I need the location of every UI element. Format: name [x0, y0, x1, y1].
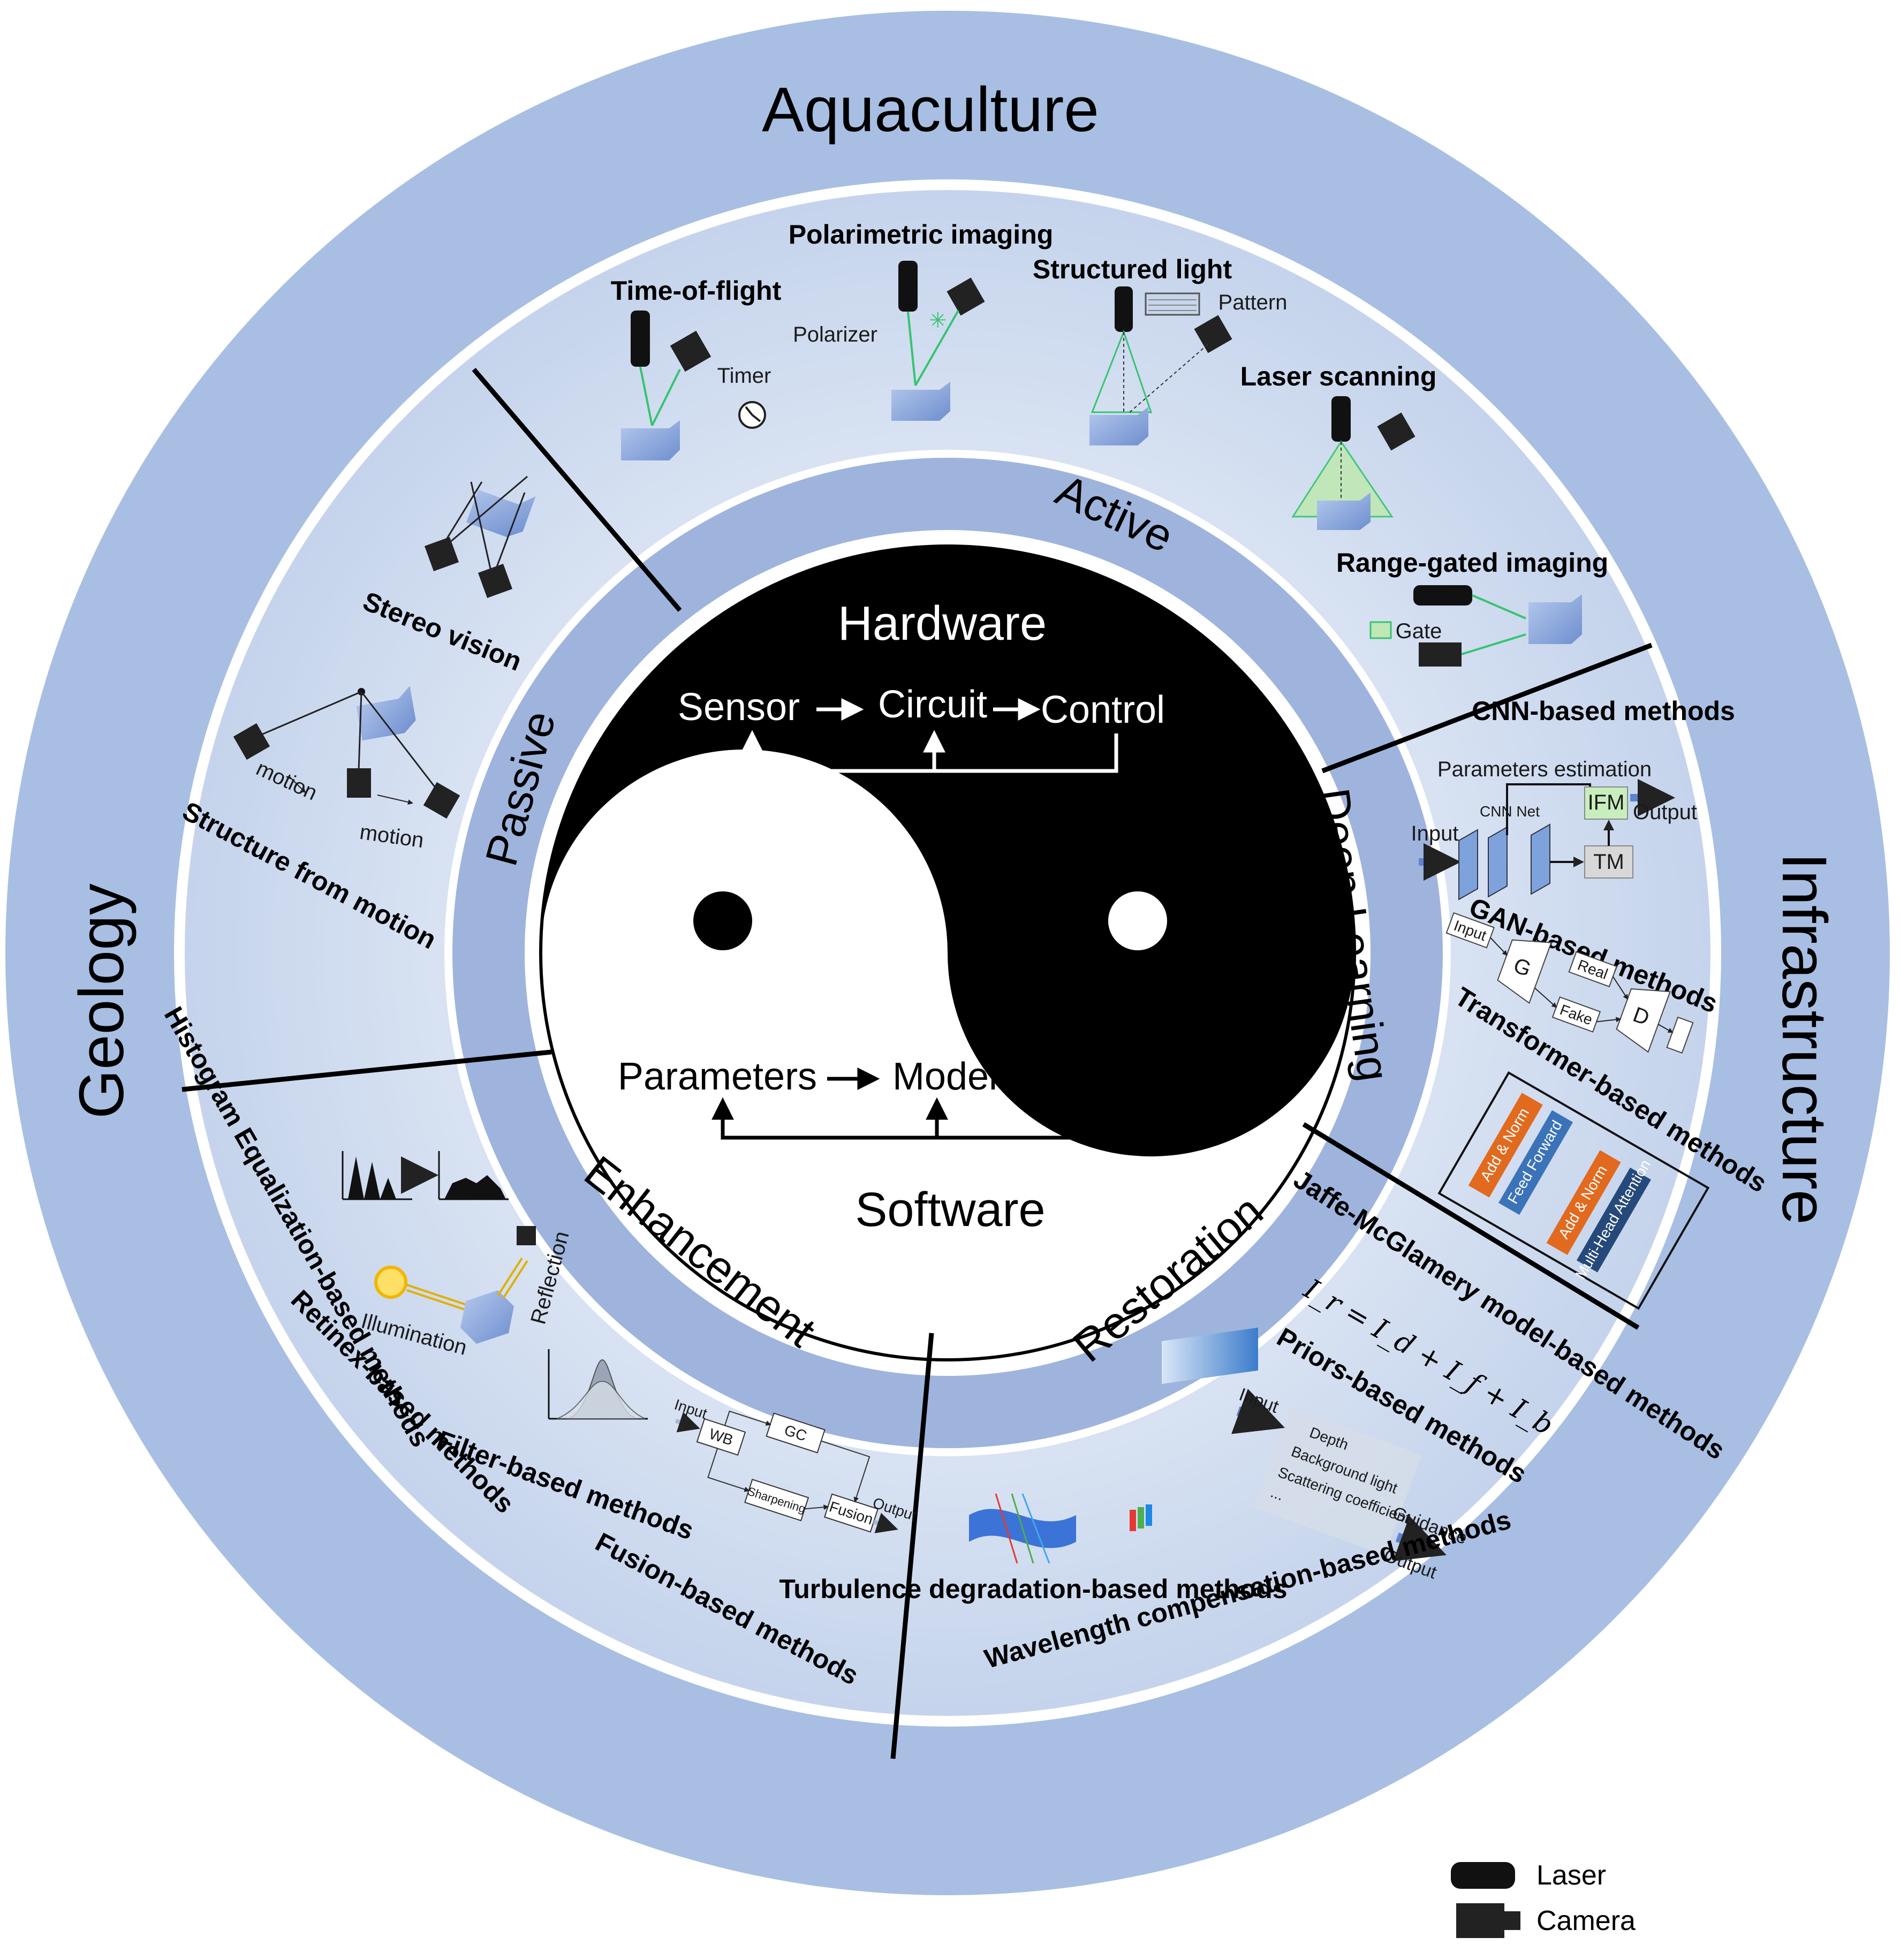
gate-label: Gate — [1396, 619, 1442, 643]
laser-icon — [1115, 286, 1133, 332]
cnn-illustration — [1419, 779, 1675, 900]
hardware-flow-arrows — [741, 698, 1118, 773]
camera-icon — [670, 330, 711, 372]
tof-illustration — [621, 311, 766, 460]
range-gated-illustration — [1369, 585, 1582, 667]
app-geology: Geology — [66, 883, 137, 1119]
structured-light-title: Structured light — [1033, 254, 1232, 284]
sun-icon — [374, 1266, 407, 1299]
gate-icon — [1369, 621, 1392, 639]
cnn-title: CNN-based methods — [1472, 696, 1735, 726]
laser-scanning-illustration — [1291, 396, 1415, 530]
legend-laser-label: Laser — [1536, 1860, 1606, 1891]
app-aquaculture: Aquaculture — [762, 74, 1099, 145]
retinex-illustration — [374, 1226, 536, 1344]
yin-eye — [1108, 891, 1167, 950]
laser-icon — [1413, 585, 1472, 606]
software-parameters: Parameters — [618, 1055, 817, 1098]
hardware-control: Control — [1041, 688, 1165, 731]
camera-icon — [1194, 315, 1232, 353]
stereo-illustration — [424, 475, 536, 599]
cnn-input-label: Input — [1411, 822, 1459, 845]
hardware-circuit: Circuit — [878, 683, 987, 726]
camera-icon — [1377, 412, 1415, 451]
turbulence-illustration — [969, 1493, 1076, 1564]
polarimetric-illustration: ✳ — [891, 261, 985, 421]
cnn-output-label: Output — [1633, 800, 1697, 824]
histogram-illustration — [342, 1151, 509, 1200]
camera-icon — [1419, 642, 1462, 667]
filter-illustration — [548, 1349, 648, 1420]
tof-title: Time-of-flight — [611, 276, 782, 306]
pattern-icon — [1145, 292, 1200, 316]
camera-icon — [947, 277, 985, 316]
structured-light-illustration — [1089, 286, 1232, 445]
ifm-box — [1584, 786, 1628, 820]
cnn-params-label: Parameters estimation — [1437, 758, 1652, 781]
sfm-illustration — [233, 686, 460, 819]
camera-icon — [478, 563, 513, 599]
range-gated-title: Range-gated imaging — [1336, 548, 1608, 578]
legend-camera-label: Camera — [1536, 1905, 1636, 1936]
legend-laser-icon — [1451, 1862, 1515, 1889]
laser-icon — [631, 311, 650, 367]
polarizer-label: Polarizer — [793, 323, 877, 346]
camera-icon — [233, 723, 270, 760]
cnn-tm-label: TM — [1593, 850, 1624, 874]
software-metrics: Metrics — [1092, 1058, 1216, 1101]
hardware-title: Hardware — [838, 597, 1047, 650]
legend-camera-icon — [1456, 1903, 1504, 1938]
polarimetric-title: Polarimetric imaging — [789, 220, 1054, 249]
laser-scanning-title: Laser scanning — [1240, 361, 1437, 391]
cnn-ifm-label: IFM — [1588, 791, 1625, 814]
software-model: Model — [892, 1055, 997, 1098]
cnn-net-label: CNN Net — [1480, 803, 1540, 820]
fusion-illustration: Input WB GC Sharpening Fusion Output — [672, 1396, 919, 1533]
tof-timer-label: Timer — [717, 364, 771, 388]
software-flow-arrows — [711, 1068, 1153, 1140]
legend: Laser Camera — [1451, 1860, 1636, 1938]
laser-icon — [1331, 396, 1351, 442]
software-title: Software — [855, 1183, 1045, 1237]
app-infrastructure: Infrastructure — [1769, 852, 1840, 1224]
legend-camera-lens — [1504, 1911, 1520, 1930]
camera-icon — [424, 536, 459, 572]
pattern-label: Pattern — [1218, 291, 1288, 314]
polarizer-star-icon: ✳ — [929, 309, 947, 332]
camera-icon — [347, 768, 371, 798]
gan-illustration: Input G Real Fake D — [1445, 912, 1694, 1054]
camera-icon — [423, 782, 460, 819]
turbulence-title: Turbulence degradation-based methods — [779, 1574, 1287, 1604]
sector-dividers — [181, 368, 1653, 1759]
hardware-sensor: Sensor — [678, 686, 800, 729]
camera-icon — [517, 1226, 536, 1245]
wavelength-illustration — [1130, 1327, 1258, 1531]
yang-eye — [693, 891, 752, 950]
laser-icon — [898, 261, 918, 312]
